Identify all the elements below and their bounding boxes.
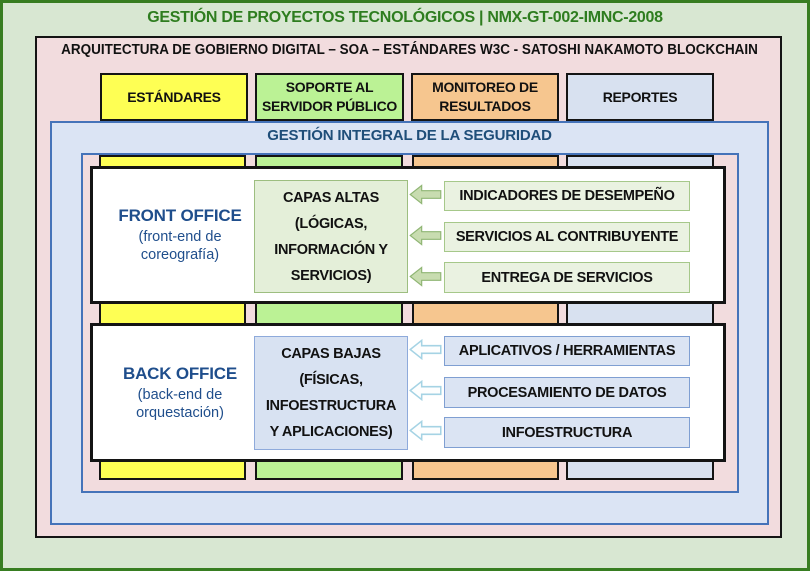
page-title: GESTIÓN DE PROYECTOS TECNOLÓGICOS | NMX-… (147, 9, 663, 26)
back-office-title: BACK OFFICE (123, 363, 237, 383)
capas-bajas-box: CAPAS BAJAS (FÍSICAS, INFOESTRUCTURA Y A… (254, 336, 408, 450)
left-arrow-outline-icon (409, 380, 442, 401)
back-office-subtitle: (back-end de orquestación) (136, 386, 224, 421)
left-arrow-icon (409, 225, 442, 246)
item-entrega-servicios: ENTREGA DE SERVICIOS (444, 262, 690, 293)
front-office-title: FRONT OFFICE (118, 206, 242, 225)
item-procesamiento-datos: PROCESAMIENTO DE DATOS (444, 377, 690, 408)
tab-reportes: REPORTES (566, 73, 714, 121)
item-infoestructura: INFOESTRUCTURA (444, 417, 690, 448)
item-servicios-contribuyente: SERVICIOS AL CONTRIBUYENTE (444, 222, 690, 252)
item-indicadores-desempeno: INDICADORES DE DESEMPEÑO (444, 181, 690, 211)
security-band-label: GESTIÓN INTEGRAL DE LA SEGURIDAD (267, 127, 552, 144)
item-aplicativos-herramientas: APLICATIVOS / HERRAMIENTAS (444, 336, 690, 366)
left-arrow-icon (409, 266, 442, 287)
capas-altas-box: CAPAS ALTAS (LÓGICAS, INFORMACIÓN Y SERV… (254, 180, 408, 293)
left-arrow-icon (409, 184, 442, 205)
tab-monitoreo-resultados: MONITOREO DE RESULTADOS (411, 73, 559, 121)
front-office-subtitle: (front-end de coreografía) (138, 229, 222, 263)
back-office-label: BACK OFFICE (back-end de orquestación) (99, 326, 261, 459)
left-arrow-outline-icon (409, 339, 442, 360)
tab-estandares: ESTÁNDARES (100, 73, 248, 121)
tab-soporte-servidor-publico: SOPORTE AL SERVIDOR PÚBLICO (255, 73, 404, 121)
left-arrow-outline-icon (409, 420, 442, 441)
front-office-label: FRONT OFFICE (front-end de coreografía) (99, 169, 261, 301)
front-office-row: FRONT OFFICE (front-end de coreografía) … (90, 166, 726, 304)
back-office-row: BACK OFFICE (back-end de orquestación) C… (90, 323, 726, 462)
architecture-header: ARQUITECTURA DE GOBIERNO DIGITAL – SOA –… (61, 42, 758, 58)
